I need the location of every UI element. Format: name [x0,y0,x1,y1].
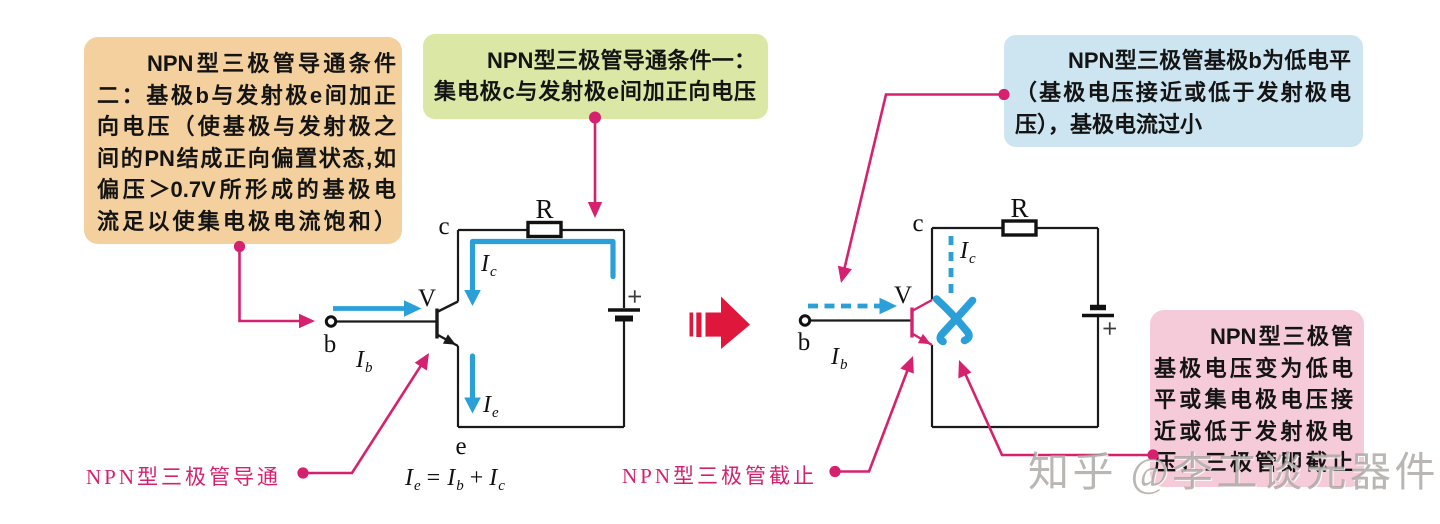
connector-arrow-head [414,353,429,371]
connector-condition1-to-top-wire [587,111,603,218]
transition-arrow-bar-2 [696,312,702,337]
connector-line [835,368,910,473]
transition-arrow-bar-1 [689,312,694,337]
transition-arrow-body [705,296,750,349]
callout-text-line: 近或低于发射极电 [1154,418,1353,444]
callout-text-line: 基极电压变为低电 [1154,355,1353,381]
callout-text-line: NPN型三极管 [1210,324,1353,349]
callout-text-line: 二：基极b与发射极e间加正 [97,82,396,108]
left-base-current-arrow-head [404,300,422,317]
watermark-text: 知乎 @李工谈元器件 [1028,449,1440,495]
label-transistor-conducting: NPN型三极管导通 [86,465,282,489]
right-circuit: c b V R Ib Ic [798,193,1116,429]
left-collector-label: c [438,213,449,240]
left-current-arrows [333,238,616,414]
right-battery-plus-icon [1103,322,1116,335]
cutoff-x-mark [932,295,977,346]
callout-text-line: （基极电压接近或低于发射极电 [1015,80,1351,105]
connector-line [843,93,1004,270]
cutoff-x-stroke-1 [932,295,973,345]
right-transistor-collector-lead [911,298,933,313]
left-battery-plus-icon [628,290,641,303]
left-base-label: b [324,331,337,358]
left-circuit: c e b V R Ib Ic Ie [324,194,641,460]
connector-line [238,246,300,323]
connector-arrow-head [837,265,852,283]
left-resistor-label: R [535,194,553,224]
left-collector-current-path [469,238,616,296]
connector-conducting-label-to-transistor [297,353,429,479]
connector-arrow-head [900,356,914,374]
callout-text-line: NPN型三极管基极b为低电平 [1068,48,1351,73]
right-resistor-label: R [1010,193,1028,223]
connector-arrow-head [958,360,972,379]
callout-text-line: 流足以使集电极电流饱和） [97,208,396,234]
callout-text-line: 压，三极管即截止 [1154,450,1353,475]
callout-cutoff-cause: NPN型三极管基极b为低电平 （基极电压接近或低于发射极电 压），基极电流过小 [1004,35,1363,147]
connector-condition2-to-base [233,240,315,329]
left-battery [608,290,641,322]
left-collector-current-arrow-head [464,290,481,306]
left-transistor [435,300,459,348]
connector-cutoff-result-to-transistor [958,360,1159,461]
callout-text-line: NPN型三极管导通条件 [147,51,396,76]
left-base-current-label: Ib [355,347,373,376]
connector-arrow-head [587,202,603,218]
right-transistor [910,298,933,347]
connector-line [303,364,423,475]
left-transistor-label: V [418,285,436,312]
callout-text-line: 间的PN结成正向偏置状态,如 [97,145,396,171]
left-emitter-current-label: Ie [482,392,499,421]
left-resistor [526,220,563,239]
connector-cutoff-cause-to-base-current [837,88,1010,283]
callout-conduction-condition-1: NPN型三极管导通条件一： 集电极c与发射极e间加正向电压 [423,34,768,119]
callout-text-line: 平或集电极电压接 [1154,387,1353,412]
right-base-label: b [798,329,811,356]
callout-text-line: NPN型三极管导通条件一： [487,48,756,73]
connector-cutoff-label-to-transistor [829,356,914,478]
right-battery [1082,304,1116,335]
left-collector-current-label: Ic [480,251,497,280]
label-transistor-cutoff: NPN型三极管截止 [622,464,818,488]
callout-text-line: 压），基极电流过小 [1015,112,1203,137]
callout-text-line: 向电压（使基极与发射极之 [97,114,396,139]
connector-arrow-head [299,313,315,329]
right-current-indicators [808,236,977,346]
transition-arrow-icon [689,296,750,349]
right-base-current-label: Ib [830,344,848,373]
left-emitter-current-arrow-head [464,397,481,414]
callout-text-line: 集电极c与发射极e间加正向电压 [434,79,756,104]
left-base-terminal [324,315,338,328]
callout-conduction-condition-2: NPN型三极管导通条件 二：基极b与发射极e间加正 向电压（使基极与发射极之 间… [84,37,402,244]
right-base-current-arrow-head [879,297,897,315]
callout-connectors [233,88,1159,479]
kirchhoff-current-formula: Ie=Ib+Ic [404,465,505,494]
right-base-terminal [798,314,812,327]
left-transistor-emitter-arrow [442,334,456,345]
cutoff-x-stroke-2 [936,296,977,346]
right-transistor-emitter-arrow [917,333,931,345]
right-collector-current-label: Ic [959,238,976,267]
callout-text-line: 偏压＞0.7V所形成的基极电 [97,177,396,202]
right-collector-label: c [912,210,923,237]
right-transistor-label: V [894,282,912,309]
connector-line [963,372,1153,457]
left-transistor-collector-lead [436,300,459,314]
callout-cutoff-result: NPN型三极管 基极电压变为低电 平或集电极电压接 近或低于发射极电 压，三极管… [1150,310,1364,487]
left-emitter-label: e [455,433,466,460]
right-resistor [1001,219,1038,237]
